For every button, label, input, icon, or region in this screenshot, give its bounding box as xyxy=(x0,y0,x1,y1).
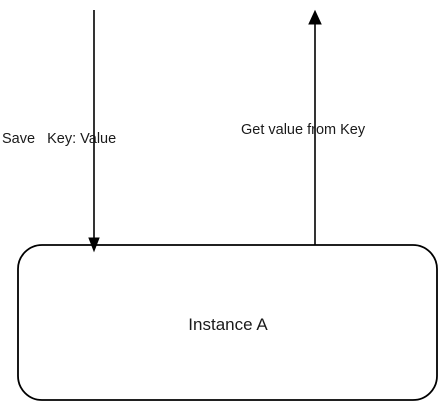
get-edge-label: Get value from Key xyxy=(241,122,366,138)
instance-node-label: Instance A xyxy=(188,315,268,334)
get-edge-arrowhead xyxy=(308,9,322,25)
save-edge-arrowhead xyxy=(88,237,100,253)
save-edge-label: Save Key: Value xyxy=(2,131,116,147)
get-edge[interactable]: Get value from Key xyxy=(241,9,366,245)
instance-node-box[interactable] xyxy=(17,244,438,401)
instance-node[interactable]: Instance A xyxy=(17,244,438,401)
save-edge[interactable]: Save Key: Value xyxy=(2,10,116,253)
